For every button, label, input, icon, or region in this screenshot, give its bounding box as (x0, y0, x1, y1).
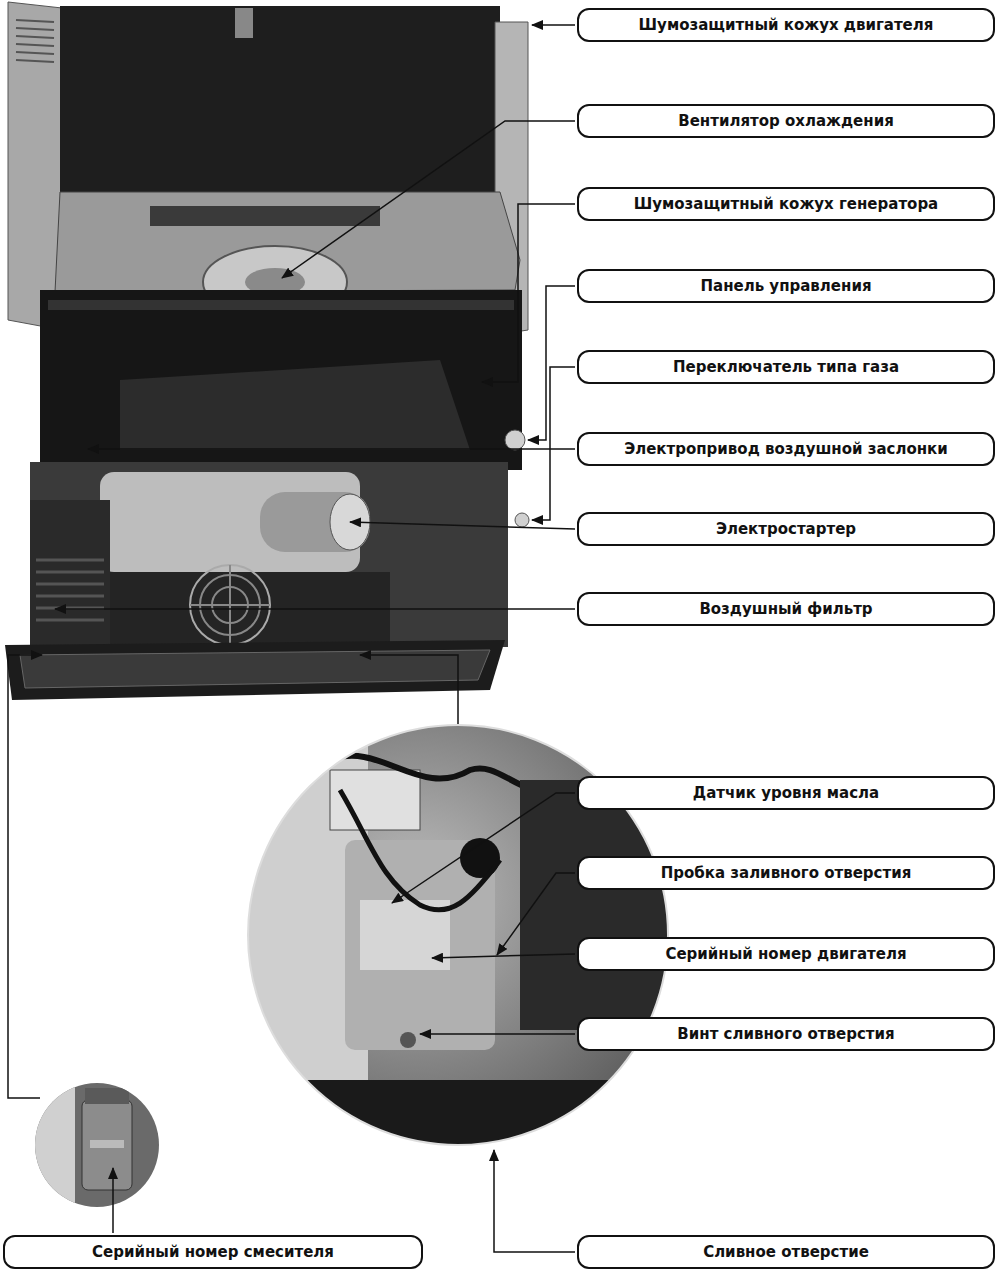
callout-label: Воздушный фильтр (699, 601, 872, 618)
callout-box: Панель управления (577, 269, 995, 303)
callout-label: Шумозащитный кожух генератора (634, 196, 939, 213)
callout-label: Винт сливного отверстия (677, 1026, 894, 1043)
callout-label: Датчик уровня масла (693, 785, 879, 802)
callout-label: Шумозащитный кожух двигателя (639, 17, 934, 34)
callout-box: Переключатель типа газа (577, 350, 995, 384)
callout-label: Сливное отверстие (703, 1244, 869, 1261)
callout-box: Серийный номер смесителя (3, 1235, 423, 1269)
callout-box: Пробка заливного отверстия (577, 856, 995, 890)
callout-label: Переключатель типа газа (673, 359, 899, 376)
callout-box: Датчик уровня масла (577, 776, 995, 810)
leader-lines (113, 793, 575, 1252)
engine-section (5, 462, 508, 700)
callout-box: Воздушный фильтр (577, 592, 995, 626)
callout-label: Электростартер (716, 521, 856, 538)
callout-label: Серийный номер двигателя (665, 946, 906, 963)
mixer-detail-inset (35, 1083, 159, 1207)
callout-label: Панель управления (700, 278, 871, 295)
callout-box: Шумозащитный кожух двигателя (577, 8, 995, 42)
callout-box: Электростартер (577, 512, 995, 546)
callout-box: Сливное отверстие (577, 1235, 995, 1269)
callout-box: Серийный номер двигателя (577, 937, 995, 971)
callout-box: Винт сливного отверстия (577, 1017, 995, 1051)
callout-label: Электропривод воздушной заслонки (624, 441, 948, 458)
callout-box: Электропривод воздушной заслонки (577, 432, 995, 466)
callout-label: Серийный номер смесителя (92, 1244, 334, 1261)
callout-label: Пробка заливного отверстия (661, 865, 912, 882)
callout-box: Шумозащитный кожух генератора (577, 187, 995, 221)
callout-label: Вентилятор охлаждения (678, 113, 894, 130)
callout-box: Вентилятор охлаждения (577, 104, 995, 138)
